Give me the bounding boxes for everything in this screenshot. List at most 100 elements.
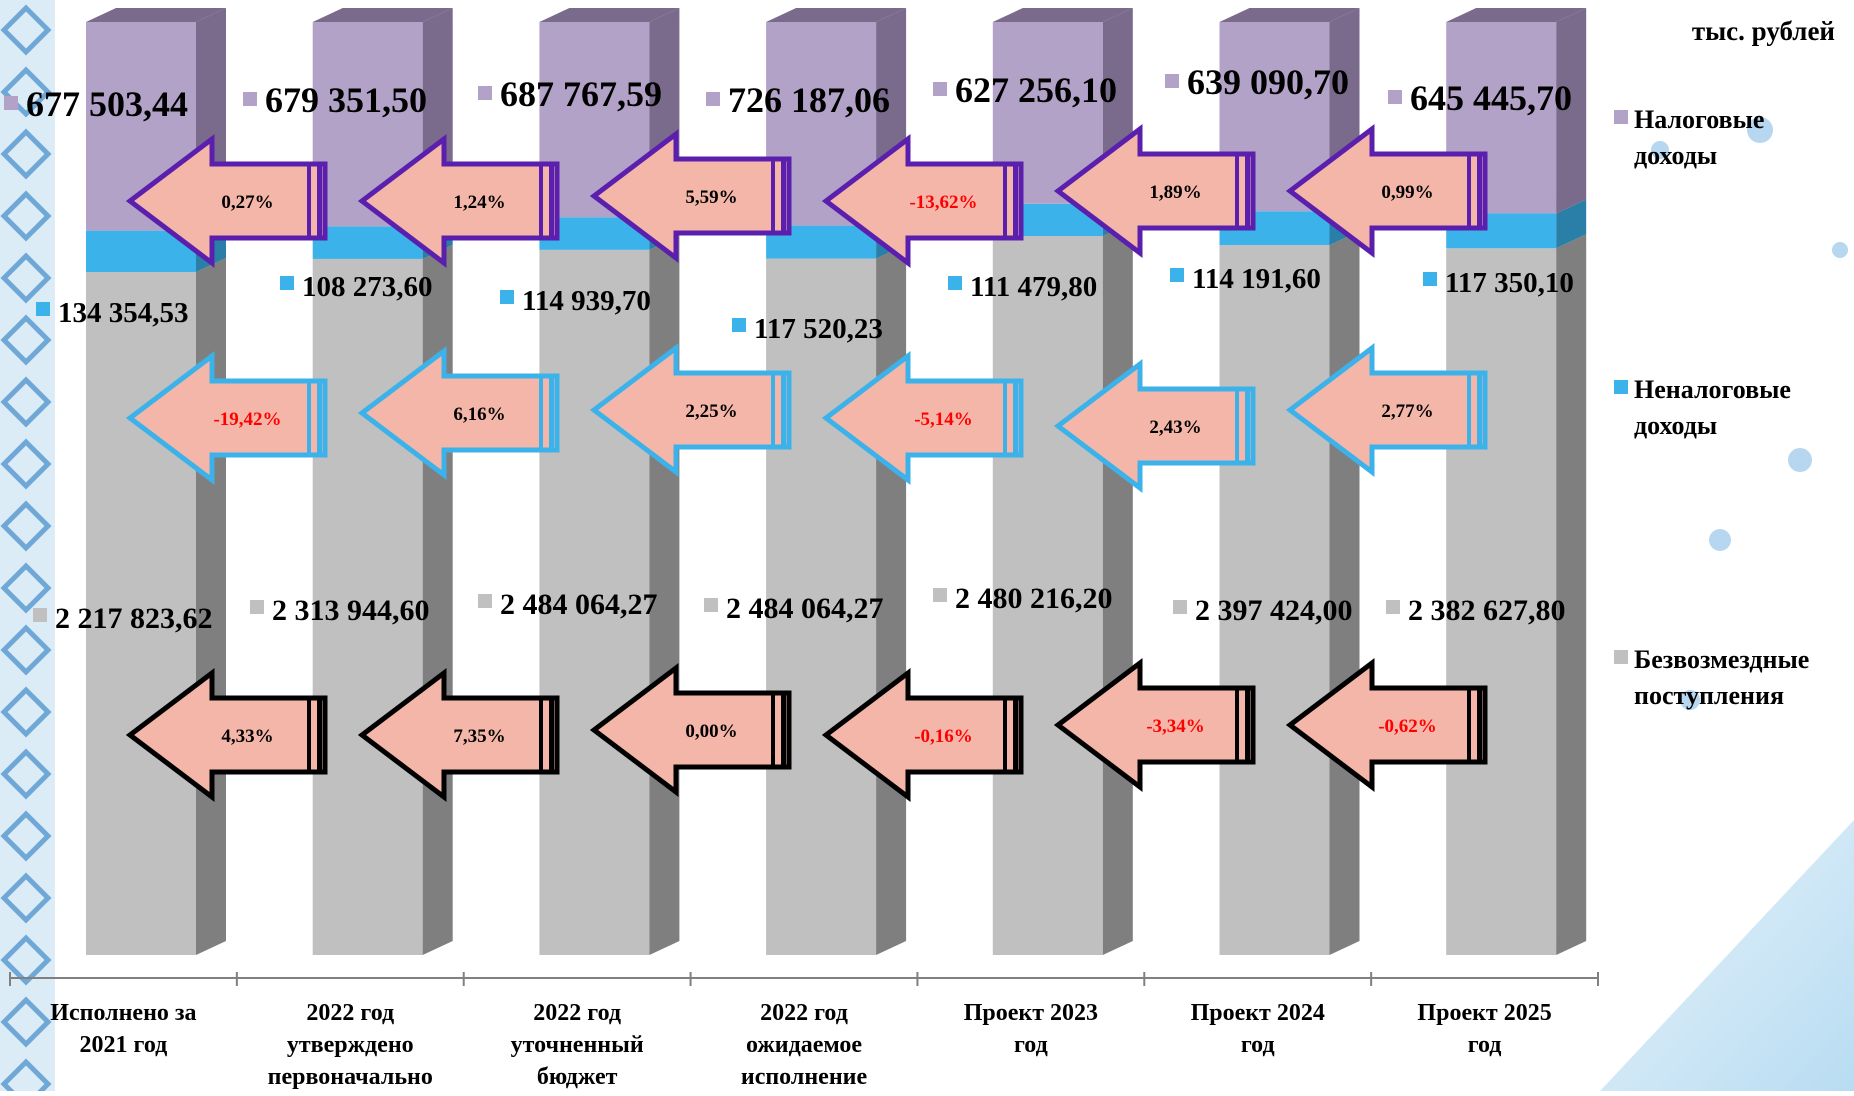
category-label: первоначально	[268, 1064, 433, 1090]
ornament-diamond	[0, 252, 52, 304]
category-label: исполнение	[741, 1064, 868, 1090]
legend-swatch	[1614, 650, 1628, 664]
ornament-diamond	[0, 376, 52, 428]
change-arrow	[357, 667, 560, 803]
category-label: 2022 год	[760, 1000, 848, 1026]
decor-node	[1832, 242, 1848, 258]
value-marker	[478, 86, 492, 100]
change-percent-label: 6,16%	[453, 404, 505, 425]
change-percent-label: 4,33%	[221, 726, 273, 747]
change-arrow	[1285, 342, 1488, 478]
value-label: 726 187,06	[728, 80, 890, 120]
value-label: 117 350,10	[1445, 267, 1574, 299]
corner-decor	[1600, 820, 1854, 1091]
decor-node	[1788, 448, 1812, 472]
decor-node	[1651, 141, 1669, 159]
change-arrow	[589, 342, 792, 478]
value-label: 2 313 944,60	[272, 594, 430, 627]
value-label: 677 503,44	[26, 84, 188, 124]
change-arrow	[357, 133, 560, 269]
arrow-tail-stripe	[549, 164, 554, 238]
change-percent-label: 1,24%	[453, 192, 505, 213]
category-label: год	[1468, 1032, 1502, 1058]
value-label: 111 479,80	[970, 271, 1097, 303]
arrow-tail-stripe	[317, 164, 322, 238]
bar-top	[992, 8, 1133, 22]
arrow-tail-stripe	[1235, 688, 1239, 762]
value-marker	[250, 600, 264, 614]
value-label: 2 484 064,27	[500, 588, 658, 621]
value-marker	[280, 276, 294, 290]
change-percent-label: -0,16%	[914, 726, 973, 747]
arrow-tail-stripe	[771, 693, 775, 767]
change-percent-label: -13,62%	[909, 192, 977, 213]
bar-top	[86, 8, 226, 22]
category-label: бюджет	[537, 1064, 618, 1090]
category-label: уточненный	[511, 1032, 644, 1058]
value-label: 687 767,59	[500, 74, 662, 114]
legend-label: Налоговые	[1634, 105, 1764, 134]
value-label: 2 217 823,62	[55, 602, 213, 635]
ornament-diamond	[0, 66, 52, 118]
legend-label: Неналоговые	[1634, 375, 1791, 404]
value-marker	[500, 290, 514, 304]
legend-label: Безвозмездные	[1634, 645, 1809, 674]
value-marker	[948, 276, 962, 290]
arrow-tail-stripe	[1235, 389, 1239, 463]
value-label: 2 397 424,00	[1195, 594, 1353, 627]
change-arrow	[125, 667, 328, 803]
arrow-tail-stripe	[317, 381, 322, 455]
legend: БезвозмездныепоступленияНеналоговыедоход…	[1614, 105, 1809, 710]
ornament-diamond	[0, 1058, 52, 1096]
decor-node	[1747, 117, 1773, 143]
bar-side	[1556, 8, 1587, 214]
change-arrow	[1053, 358, 1256, 494]
value-label: 645 445,70	[1410, 78, 1572, 118]
arrow-tail-stripe	[1477, 373, 1482, 447]
value-label: 114 939,70	[522, 285, 651, 317]
bar-segment	[1446, 248, 1557, 955]
change-percent-label: 7,35%	[453, 726, 505, 747]
value-marker	[1388, 90, 1402, 104]
bar-top	[766, 8, 907, 22]
ornament-diamond	[0, 810, 52, 862]
ornament-diamond	[0, 624, 52, 676]
arrow-tail-stripe	[1467, 688, 1471, 762]
change-percent-label: -5,14%	[914, 409, 973, 430]
change-percent-label: 0,00%	[685, 721, 737, 742]
arrow-tail-stripe	[1003, 164, 1007, 238]
arrow-tail-stripe	[549, 376, 554, 450]
ornament-diamond	[0, 314, 52, 366]
bar-top	[1446, 8, 1587, 22]
value-label: 108 273,60	[302, 271, 433, 303]
change-percent-label: 5,59%	[685, 187, 737, 208]
category-label: год	[1014, 1032, 1048, 1058]
value-marker	[36, 302, 50, 316]
arrow-tail-stripe	[307, 164, 311, 238]
category-label: 2022 год	[306, 1000, 394, 1026]
arrow-tail-stripe	[317, 698, 322, 772]
category-label: 2021 год	[80, 1032, 168, 1058]
change-arrow	[1285, 657, 1488, 793]
legend-swatch	[1614, 110, 1628, 124]
value-marker	[933, 588, 947, 602]
arrow-tail-stripe	[1477, 154, 1482, 228]
decor-node	[1709, 529, 1731, 551]
category-label: Проект 2024	[1191, 1000, 1325, 1026]
arrow-tail-stripe	[539, 376, 543, 450]
arrow-tail-stripe	[1013, 164, 1018, 238]
value-label: 117 520,23	[754, 313, 883, 345]
change-percent-label: -3,34%	[1146, 716, 1205, 737]
legend-swatch	[1614, 380, 1628, 394]
bar-top	[312, 8, 453, 22]
category-label: утверждено	[287, 1032, 414, 1058]
change-arrow	[821, 350, 1024, 486]
change-arrow	[125, 133, 328, 269]
category-label: Проект 2023	[964, 1000, 1098, 1026]
change-percent-label: 2,43%	[1149, 417, 1201, 438]
unit-label: тыс. рублей	[1692, 16, 1835, 46]
ornament-diamond	[0, 500, 52, 552]
change-arrows-layer: 4,33%7,35%0,00%-0,16%-3,34%-0,62%-19,42%…	[125, 123, 1488, 803]
value-label: 2 382 627,80	[1408, 594, 1566, 627]
